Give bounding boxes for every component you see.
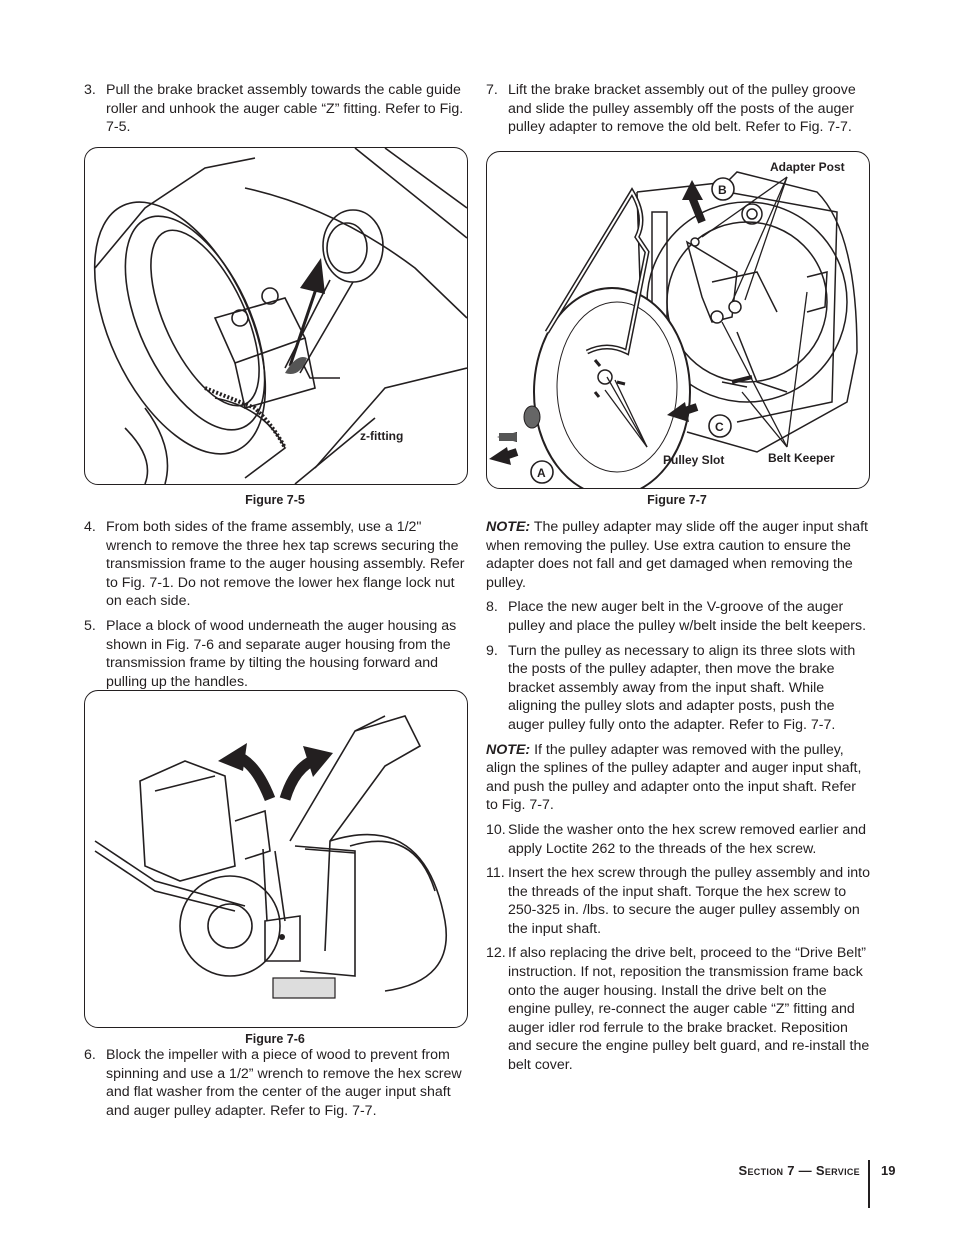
footer-divider	[868, 1160, 870, 1208]
step-12: 12. If also replacing the drive belt, pr…	[486, 944, 871, 1074]
z-fitting-label: z-fitting	[360, 429, 403, 443]
step-text: Pull the brake bracket assembly towards …	[106, 82, 464, 136]
figure-7-6-caption: Figure 7-6	[245, 1032, 305, 1046]
step-number: 12.	[486, 945, 506, 962]
figure-7-7-illustration: B C A Adapter Post Pulley Slot Belt Keep…	[489, 160, 858, 488]
step-number: 7.	[486, 82, 498, 98]
note-label: NOTE:	[486, 741, 531, 758]
step-9: 9. Turn the pulley as necessary to align…	[486, 642, 871, 735]
step-number: 6.	[84, 1047, 96, 1063]
step-text: Place a block of wood underneath the aug…	[106, 617, 457, 690]
step-6: 6. Block the impeller with a piece of wo…	[84, 1046, 469, 1120]
step-11: 11. Insert the hex screw through the pul…	[486, 864, 871, 938]
step-text: If also replacing the drive belt, procee…	[508, 945, 870, 1074]
label-c: C	[715, 420, 724, 434]
note-text: The pulley adapter may slide off the aug…	[486, 519, 868, 591]
adapter-post-label: Adapter Post	[770, 160, 845, 174]
figure-7-5-caption: Figure 7-5	[245, 493, 305, 507]
label-a: A	[537, 466, 546, 480]
step-10: 10. Slide the washer onto the hex screw …	[486, 821, 871, 858]
step-number: 3.	[84, 82, 96, 98]
note-text: If the pulley adapter was removed with t…	[486, 741, 862, 814]
step-number: 5.	[84, 617, 96, 634]
note-label: NOTE:	[486, 519, 531, 535]
step-text: From both sides of the frame assembly, u…	[106, 519, 465, 610]
step-number: 9.	[486, 642, 498, 659]
left-column-top: 3. Pull the brake bracket assembly towar…	[84, 81, 469, 143]
figure-7-7-caption: Figure 7-7	[647, 493, 707, 507]
label-b: B	[718, 183, 727, 197]
figure-7-5: z-fitting	[84, 147, 468, 485]
step-5: 5. Place a block of wood underneath the …	[84, 617, 469, 691]
figure-7-6-illustration	[94, 715, 447, 999]
section-footer: Section 7 — Service	[738, 1163, 860, 1178]
step-text: Turn the pulley as necessary to align it…	[508, 642, 856, 733]
figure-7-7: B C A Adapter Post Pulley Slot Belt Keep…	[486, 151, 870, 489]
step-text: Block the impeller with a piece of wood …	[106, 1047, 462, 1119]
page-number: 19	[881, 1163, 896, 1178]
step-text: Lift the brake bracket assembly out of t…	[508, 82, 856, 136]
step-8: 8. Place the new auger belt in the V-gro…	[486, 598, 871, 635]
figure-7-6	[84, 690, 468, 1028]
note-1: NOTE: The pulley adapter may slide off t…	[486, 518, 871, 592]
step-3: 3. Pull the brake bracket assembly towar…	[84, 81, 469, 137]
pulley-slot-label: Pulley Slot	[663, 453, 724, 467]
belt-keeper-label: Belt Keeper	[768, 451, 835, 465]
step-number: 10.	[486, 821, 506, 838]
step-4: 4. From both sides of the frame assembly…	[84, 518, 469, 611]
step-number: 11.	[486, 865, 505, 882]
step-number: 4.	[84, 519, 96, 535]
right-column-top: 7. Lift the brake bracket assembly out o…	[486, 81, 871, 143]
left-column-bottom: 6. Block the impeller with a piece of wo…	[84, 1046, 469, 1126]
step-number: 8.	[486, 599, 498, 616]
step-7: 7. Lift the brake bracket assembly out o…	[486, 81, 871, 137]
right-column-bottom: NOTE: The pulley adapter may slide off t…	[486, 518, 871, 1081]
figure-7-5-illustration: z-fitting	[93, 148, 467, 484]
step-text: Insert the hex screw through the pulley …	[508, 865, 870, 937]
note-2: NOTE: If the pulley adapter was removed …	[486, 741, 871, 815]
step-text: Slide the washer onto the hex screw remo…	[508, 821, 867, 857]
left-column-middle: 4. From both sides of the frame assembly…	[84, 518, 469, 697]
step-text: Place the new auger belt in the V-groove…	[508, 599, 867, 634]
